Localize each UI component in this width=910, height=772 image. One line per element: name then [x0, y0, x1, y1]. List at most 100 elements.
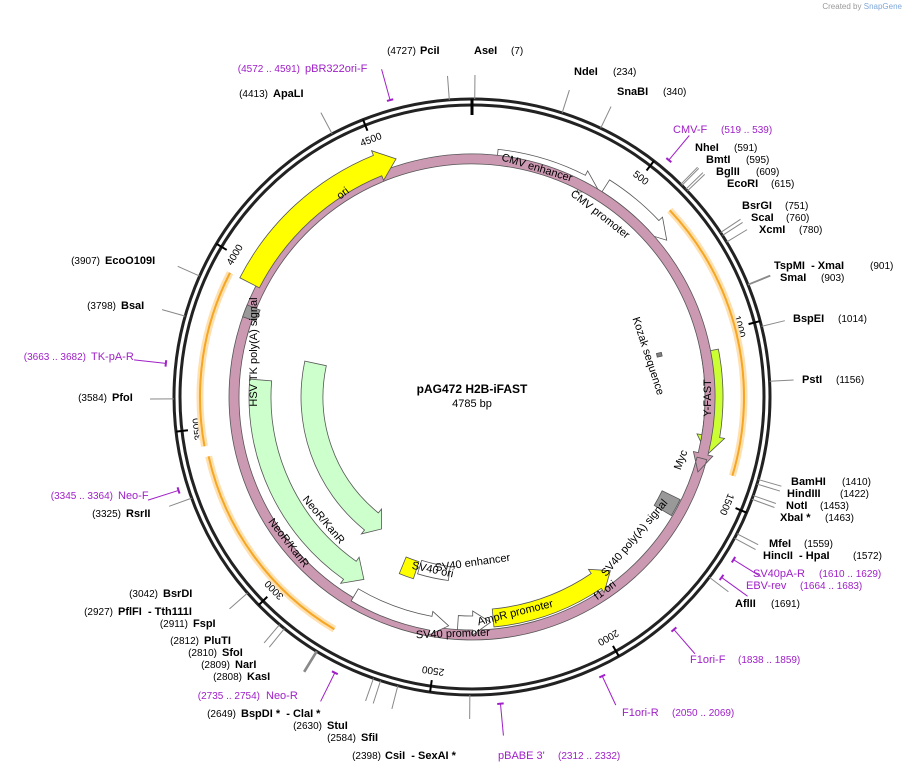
site-name-ecori[interactable]: EcoRI — [727, 178, 758, 190]
site-name-bamhi[interactable]: BamHI — [791, 476, 826, 488]
orf-group — [196, 207, 748, 633]
site-name-noti[interactable]: NotI — [786, 500, 807, 512]
site-name-xcmi[interactable]: XcmI — [759, 224, 785, 236]
primer-labels: (4572 .. 4591) pBR322ori-F CMV-F (519 ..… — [24, 63, 882, 762]
site-name-csii-sexai[interactable]: CsiI - SexAI * — [385, 750, 457, 762]
feature-group — [228, 148, 726, 641]
feature-hsv-tk-polya[interactable] — [242, 304, 261, 322]
tick-mark — [735, 507, 747, 514]
site-name-pcii[interactable]: PciI — [420, 45, 440, 57]
primer-mark[interactable] — [497, 702, 504, 705]
site-name-hincii-hpai[interactable]: HincII - HpaI — [763, 550, 830, 562]
primer-mark[interactable] — [176, 487, 181, 494]
primer-name-neo-f[interactable]: Neo-F — [118, 490, 149, 502]
site-name-scai[interactable]: ScaI — [751, 212, 774, 224]
primer-mark[interactable] — [665, 157, 672, 163]
feature-neor-kanr-outer[interactable] — [300, 360, 382, 535]
plasmid-name: pAG472 H2B-iFAST — [417, 382, 528, 396]
primer-mark[interactable] — [598, 673, 606, 679]
primer-mark[interactable] — [386, 98, 394, 102]
site-name-pflfi-tth111i[interactable]: PflFI - Tth111I — [118, 606, 192, 618]
site-name-ndei[interactable]: NdeI — [574, 66, 598, 78]
site-name-bsai[interactable]: BsaI — [121, 300, 144, 312]
primer-mark-group — [133, 69, 761, 736]
site-name-bsrgi[interactable]: BsrGI — [742, 200, 772, 212]
primer-mark[interactable] — [718, 574, 725, 581]
primer-mark[interactable] — [730, 556, 737, 563]
feature-kozak[interactable] — [655, 351, 663, 358]
primer-mark[interactable] — [164, 360, 168, 367]
site-leader-line — [680, 166, 698, 185]
primer-mark[interactable] — [670, 626, 678, 633]
site-name-bmti[interactable]: BmtI — [706, 154, 730, 166]
site-pos-asei: (7) — [511, 46, 523, 57]
primer-leader-line — [673, 629, 696, 655]
credit-prefix: Created by — [822, 2, 862, 11]
site-pos-pflfi: (2927) — [84, 607, 113, 618]
site-name-sfii[interactable]: SfiI — [361, 732, 378, 744]
site-name-psti[interactable]: PstI — [802, 374, 822, 386]
feature-sv40-ori[interactable] — [398, 556, 420, 580]
feature-ori[interactable] — [239, 150, 397, 289]
site-name-mfei[interactable]: MfeI — [769, 538, 791, 550]
feature-sv40-polya[interactable] — [653, 490, 681, 517]
site-name-stui[interactable]: StuI — [327, 720, 348, 732]
primer-name-pbabe3[interactable]: pBABE 3' — [498, 750, 545, 762]
site-name-hindiii[interactable]: HindIII — [787, 488, 821, 500]
site-name-pfoi[interactable]: PfoI — [112, 392, 133, 404]
primer-leader-line — [733, 559, 761, 577]
feature-sv40-promoter[interactable] — [350, 588, 450, 636]
feature-ampr-promoter[interactable] — [457, 610, 492, 636]
site-leader-line — [263, 624, 280, 644]
site-name-bsrdi[interactable]: BsrDI — [163, 588, 192, 600]
orf-y-fast[interactable] — [669, 209, 745, 477]
site-leader-line — [600, 106, 612, 129]
primer-name-sv40pa-r[interactable]: SV40pA-R — [753, 568, 805, 580]
site-name-bspdi-clai[interactable]: BspDI * - ClaI * — [241, 708, 321, 720]
site-name-fspi[interactable]: FspI — [193, 618, 216, 630]
orf-left-upper[interactable] — [199, 272, 231, 447]
site-name-tspmi-xmai[interactable]: TspMI - XmaI — [774, 260, 844, 272]
site-name-bspei[interactable]: BspEI — [793, 313, 824, 325]
site-pos-nhei: (591) — [734, 143, 757, 154]
site-name-sfoi[interactable]: SfoI — [222, 647, 243, 659]
tick-label: 500 — [630, 169, 650, 188]
site-name-nhei[interactable]: NheI — [695, 142, 719, 154]
primer-leader-line — [721, 577, 748, 597]
site-name-nari[interactable]: NarI — [235, 659, 256, 671]
primer-name-neo-r[interactable]: Neo-R — [266, 690, 298, 702]
plasmid-size: 4785 bp — [452, 398, 492, 410]
site-name-aflii[interactable]: AflII — [735, 598, 756, 610]
feature-sv40-enhancer[interactable] — [417, 559, 451, 581]
primer-name-ebv-rev[interactable]: EBV-rev — [746, 580, 787, 592]
site-name-asei[interactable]: AseI — [474, 45, 497, 57]
site-name-rsrii[interactable]: RsrII — [126, 508, 150, 520]
site-name-apali[interactable]: ApaLI — [273, 88, 304, 100]
site-pos-psti: (1156) — [836, 375, 864, 386]
primer-name-f1ori-r[interactable]: F1ori-R — [622, 707, 659, 719]
feature-f1-ori[interactable] — [491, 568, 611, 628]
feature-neor-kanr-inner[interactable] — [248, 378, 365, 584]
feature-myc[interactable] — [228, 153, 716, 641]
primer-mark[interactable] — [331, 670, 339, 676]
orf-left-lower[interactable] — [207, 456, 335, 631]
feature-label-myc: Myc — [672, 448, 690, 472]
site-name-bglii[interactable]: BglII — [716, 166, 740, 178]
site-name-pluti[interactable]: PluTI — [204, 635, 231, 647]
site-leader-line — [708, 576, 729, 593]
site-name-xbai[interactable]: XbaI * — [780, 512, 811, 524]
primer-name-cmv-f[interactable]: CMV-F — [673, 124, 708, 136]
site-pos-ecoo109i: (3907) — [71, 256, 100, 267]
site-pos-fspi: (2911) — [160, 619, 188, 630]
primer-name-pbr322ori-f[interactable]: pBR322ori-F — [305, 63, 368, 75]
site-name-ecoo109i[interactable]: EcoO109I — [105, 255, 155, 267]
primer-name-f1ori-f[interactable]: F1ori-F — [690, 654, 726, 666]
primer-name-tk-pa-r[interactable]: TK-pA-R — [91, 351, 134, 363]
primer-leader-line — [147, 489, 179, 501]
site-leader-line — [722, 222, 743, 236]
site-name-snabi[interactable]: SnaBI — [617, 86, 648, 98]
site-name-smai[interactable]: SmaI — [780, 272, 806, 284]
primer-range-neo-f: (3345 .. 3364) — [51, 491, 113, 502]
site-name-kasi[interactable]: KasI — [247, 671, 270, 683]
feature-label-ori: ori — [335, 185, 352, 202]
